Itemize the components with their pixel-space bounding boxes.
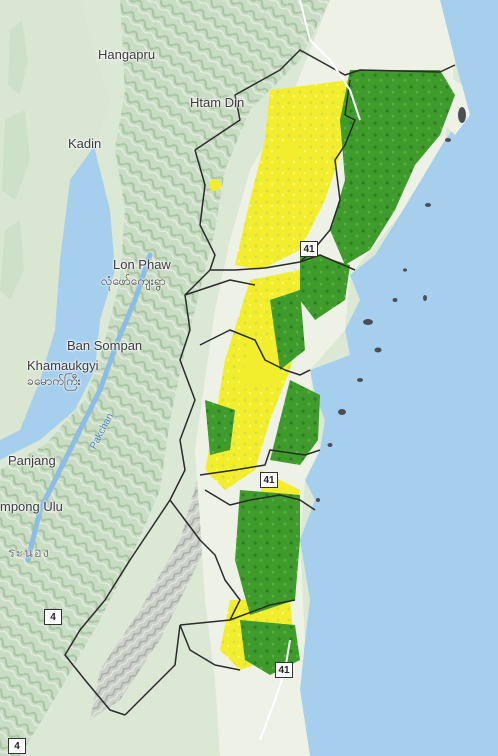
place-label-ranong[interactable]: ระนอง — [8, 545, 51, 560]
place-label-ban-sompan[interactable]: Ban Sompan — [67, 338, 143, 353]
road-shield-41-north: 41 — [300, 241, 318, 257]
road-shield-4-upper: 4 — [44, 609, 62, 625]
place-label-khamaukgyi-local: ခမောက်ကြီး — [27, 374, 81, 388]
road-shield-41-middle: 41 — [260, 472, 278, 488]
place-label-kampong-ulu[interactable]: mpong Ulu — [0, 499, 63, 514]
road-shield-41-south: 41 — [275, 662, 293, 678]
green-forest-areas — [205, 70, 455, 675]
roads — [259, 0, 361, 741]
left-island-3 — [0, 220, 24, 300]
western-landmass — [0, 0, 175, 440]
rocky-ridge — [90, 470, 215, 720]
place-label-panjang[interactable]: Panjang — [8, 453, 56, 468]
place-label-lon-phaw[interactable]: Lon Phaw — [113, 257, 171, 272]
place-label-kadin[interactable]: Kadin — [68, 136, 102, 151]
place-label-lon-phaw-local: လုံဖော်ကျေးရွာ — [101, 274, 166, 288]
place-label-htam-din[interactable]: Htam Din — [190, 95, 245, 110]
road-shield-4-lower: 4 — [8, 738, 26, 754]
place-label-khamaukgyi[interactable]: Khamaukgyi — [27, 358, 99, 373]
offshore-islets — [316, 107, 466, 502]
mountain-range — [0, 0, 330, 756]
pakchan-river — [25, 252, 153, 563]
place-label-hangapru[interactable]: Hangapru — [98, 47, 156, 62]
left-island-2 — [2, 110, 30, 200]
district-boundaries — [64, 49, 456, 716]
left-island-1 — [8, 20, 28, 95]
